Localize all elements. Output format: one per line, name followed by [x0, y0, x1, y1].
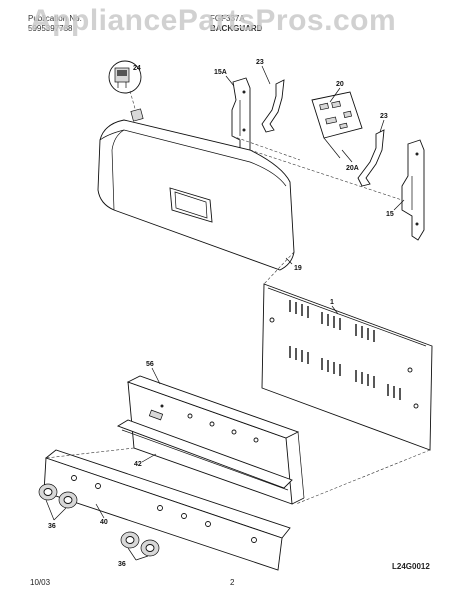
part-42-trim-strip[interactable]: [116, 419, 293, 491]
label-56: 56: [146, 361, 154, 368]
footer-date: 10/03: [30, 578, 51, 587]
part-36-knobs-right[interactable]: [120, 531, 160, 561]
drawing-code: L24G0012: [392, 562, 430, 571]
label-15: 15: [386, 211, 394, 218]
part-24-switch[interactable]: [108, 60, 144, 122]
part-1-rear-panel[interactable]: [261, 283, 433, 451]
label-20a: 20A: [346, 165, 359, 172]
label-24: 24: [133, 65, 141, 72]
label-15a: 15A: [214, 69, 227, 76]
label-40: 40: [100, 519, 108, 526]
label-23-right: 23: [380, 113, 388, 120]
section-title: BACKGUARD: [210, 24, 263, 33]
label-20: 20: [336, 81, 344, 88]
model-number: FGF337A: [210, 14, 245, 23]
part-36-knobs-left[interactable]: [38, 483, 78, 521]
footer-page: 2: [230, 578, 235, 587]
part-19-backguard-panel[interactable]: [97, 119, 295, 271]
label-36-right: 36: [118, 561, 126, 568]
watermark: AppliancePartsPros.com: [30, 4, 397, 37]
label-36-left: 36: [48, 523, 56, 530]
label-19: 19: [294, 265, 302, 272]
part-23-clip-left[interactable]: [261, 79, 285, 133]
label-42: 42: [134, 461, 142, 468]
label-23-left: 23: [256, 59, 264, 66]
publication-number: 5995397788: [28, 24, 73, 33]
part-23-clip-right[interactable]: [357, 129, 385, 187]
part-40-control-panel[interactable]: [43, 449, 291, 571]
part-15-bracket[interactable]: [401, 139, 425, 241]
part-20-control-board[interactable]: [311, 91, 363, 159]
publication-label: Publication No.: [28, 14, 82, 23]
label-1: 1: [330, 299, 334, 306]
